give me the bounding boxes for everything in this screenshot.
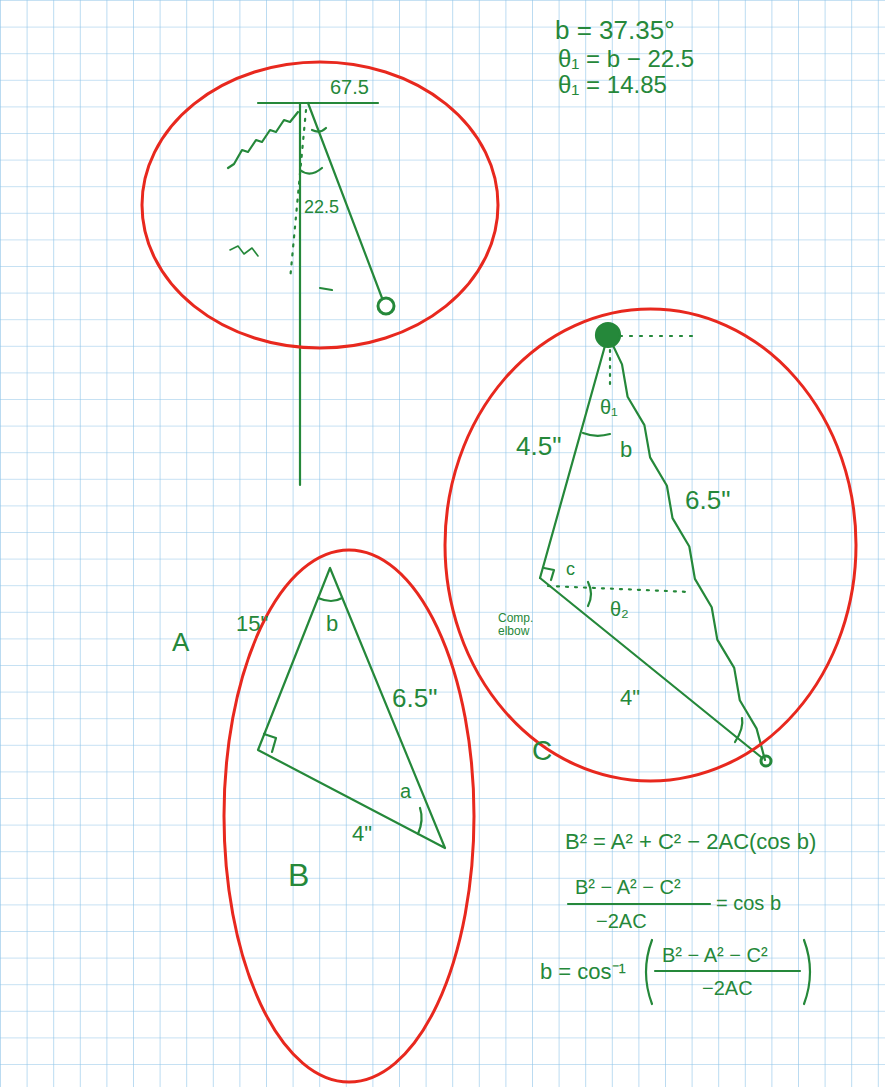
note-text: θ₁ = b − 22.5 <box>558 46 694 72</box>
triangle <box>258 568 445 848</box>
dotted-line <box>548 586 690 592</box>
formula-text: B² − A² − C² <box>575 876 681 898</box>
ceiling-line <box>258 102 378 104</box>
right-angle-mark <box>544 568 554 580</box>
sketch-label: 4.5" <box>516 432 561 461</box>
sketch-label: θ₁ <box>600 396 618 418</box>
angle-arc <box>588 582 591 606</box>
sketch-label: 15" <box>236 612 268 636</box>
ellipse-outline <box>443 307 858 783</box>
sketch-label: b <box>326 612 338 636</box>
sketch-label: 4" <box>620 686 640 710</box>
sketch-label: B <box>288 858 309 893</box>
angle-arc <box>318 598 342 601</box>
sketch-label: Comp. elbow <box>498 612 546 638</box>
angle-arc <box>312 128 326 132</box>
vertical-line <box>299 103 301 485</box>
ellipse <box>445 309 856 781</box>
ellipse <box>224 550 474 1082</box>
sketch-label: c <box>566 560 575 580</box>
sketch-label: a <box>400 780 411 802</box>
pendulum-bob <box>378 298 394 314</box>
formula-text: −2AC <box>596 910 647 932</box>
angle-arc <box>583 433 610 436</box>
sketch-label: θ₂ <box>610 598 629 620</box>
note-text: A <box>172 628 189 657</box>
tick <box>320 288 332 290</box>
sketch-label: b <box>620 438 632 462</box>
sketch-label: 22.5 <box>304 198 339 218</box>
sketch-label: 67.5 <box>330 76 369 98</box>
parenthesis <box>646 940 652 1004</box>
formula-text: B² = A² + C² − 2AC(cos b) <box>565 830 816 854</box>
forearm <box>540 578 761 757</box>
dotted-line <box>290 110 306 280</box>
sketch-label: 6.5" <box>685 486 730 515</box>
ellipse-region: θ₁ 4.5" b 6.5" c θ₂ Comp. elbow 4" <box>443 307 858 783</box>
fraction-bar <box>568 903 710 905</box>
ellipse-region: 67.5 22.5 <box>140 60 500 350</box>
shoulder-dot <box>596 323 620 347</box>
end-point <box>761 756 771 766</box>
sketch-label: 4" <box>352 822 372 846</box>
note-text: C <box>532 736 552 767</box>
note-text: b = 37.35° <box>555 16 675 45</box>
dotted-line <box>609 350 611 388</box>
angle-arc <box>418 808 422 834</box>
ellipse <box>142 62 498 348</box>
dotted-line <box>620 335 700 337</box>
scribble <box>230 246 258 256</box>
formula-text: −2AC <box>702 977 753 999</box>
angle-arc <box>735 718 742 742</box>
formula-text: = cos b <box>716 892 781 914</box>
right-angle-mark <box>264 734 276 752</box>
angle-arc <box>300 168 322 174</box>
parenthesis <box>804 940 810 1004</box>
scribble <box>228 112 298 168</box>
note-text: θ₁ = 14.85 <box>558 72 667 98</box>
formula-text: B² − A² − C² <box>662 944 768 966</box>
fraction-bar <box>655 970 800 972</box>
formula-text: b = cos⁻¹ <box>540 960 626 984</box>
sketch-label: 6.5" <box>392 684 437 713</box>
ellipse-region: b 15" 6.5" 4" aB <box>222 548 476 1084</box>
